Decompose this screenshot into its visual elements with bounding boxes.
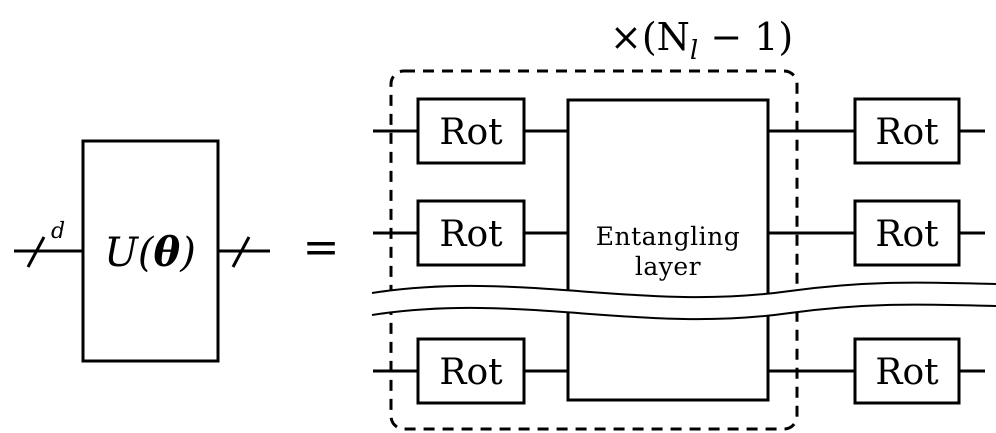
unitary-gate-label: U(θ) — [104, 229, 196, 276]
entangling-layer-label-line1: Entangling — [596, 222, 741, 251]
rot-gate-label: Rot — [875, 214, 939, 255]
rot-gate-final-middle: Rot — [853, 199, 961, 267]
rot-gate-block-middle: Rot — [416, 199, 526, 267]
register-size-label: d — [51, 219, 65, 244]
omitted-qubits-break — [371, 281, 996, 321]
rot-gate-block-top: Rot — [416, 97, 526, 165]
rot-gate-box — [416, 97, 526, 165]
entangling-layer: Entangling layer — [566, 98, 770, 402]
repeat-count-label: ×(Nl − 1) — [610, 15, 793, 66]
input-register-slash — [26, 236, 46, 268]
rot-gate-box — [853, 337, 961, 405]
unitary-gate-box — [81, 139, 220, 363]
rot-gate-label: Rot — [875, 352, 939, 393]
entangling-layer-label-line2: layer — [635, 252, 701, 281]
rot-gate-box — [853, 199, 961, 267]
break-band — [372, 282, 996, 320]
rot-gate-box — [853, 97, 961, 165]
rot-gate-label: Rot — [439, 352, 503, 393]
rot-gate-block-bottom: Rot — [416, 337, 526, 405]
rot-gate-box — [416, 199, 526, 267]
equals-sign: = — [303, 222, 340, 273]
rot-gate-final-top: Rot — [853, 97, 961, 165]
rot-gate-label: Rot — [875, 112, 939, 153]
repeat-block-boundary — [389, 69, 799, 431]
rot-gate-box — [416, 337, 526, 405]
break-upper-curve — [371, 281, 996, 299]
rot-gate-final-bottom: Rot — [853, 337, 961, 405]
entangling-layer-box — [566, 98, 770, 402]
output-register-slash — [231, 236, 251, 268]
rot-gate-label: Rot — [439, 214, 503, 255]
break-lower-curve — [371, 303, 996, 321]
rot-gate-label: Rot — [439, 112, 503, 153]
unitary-gate-group: d U(θ) — [14, 139, 270, 363]
